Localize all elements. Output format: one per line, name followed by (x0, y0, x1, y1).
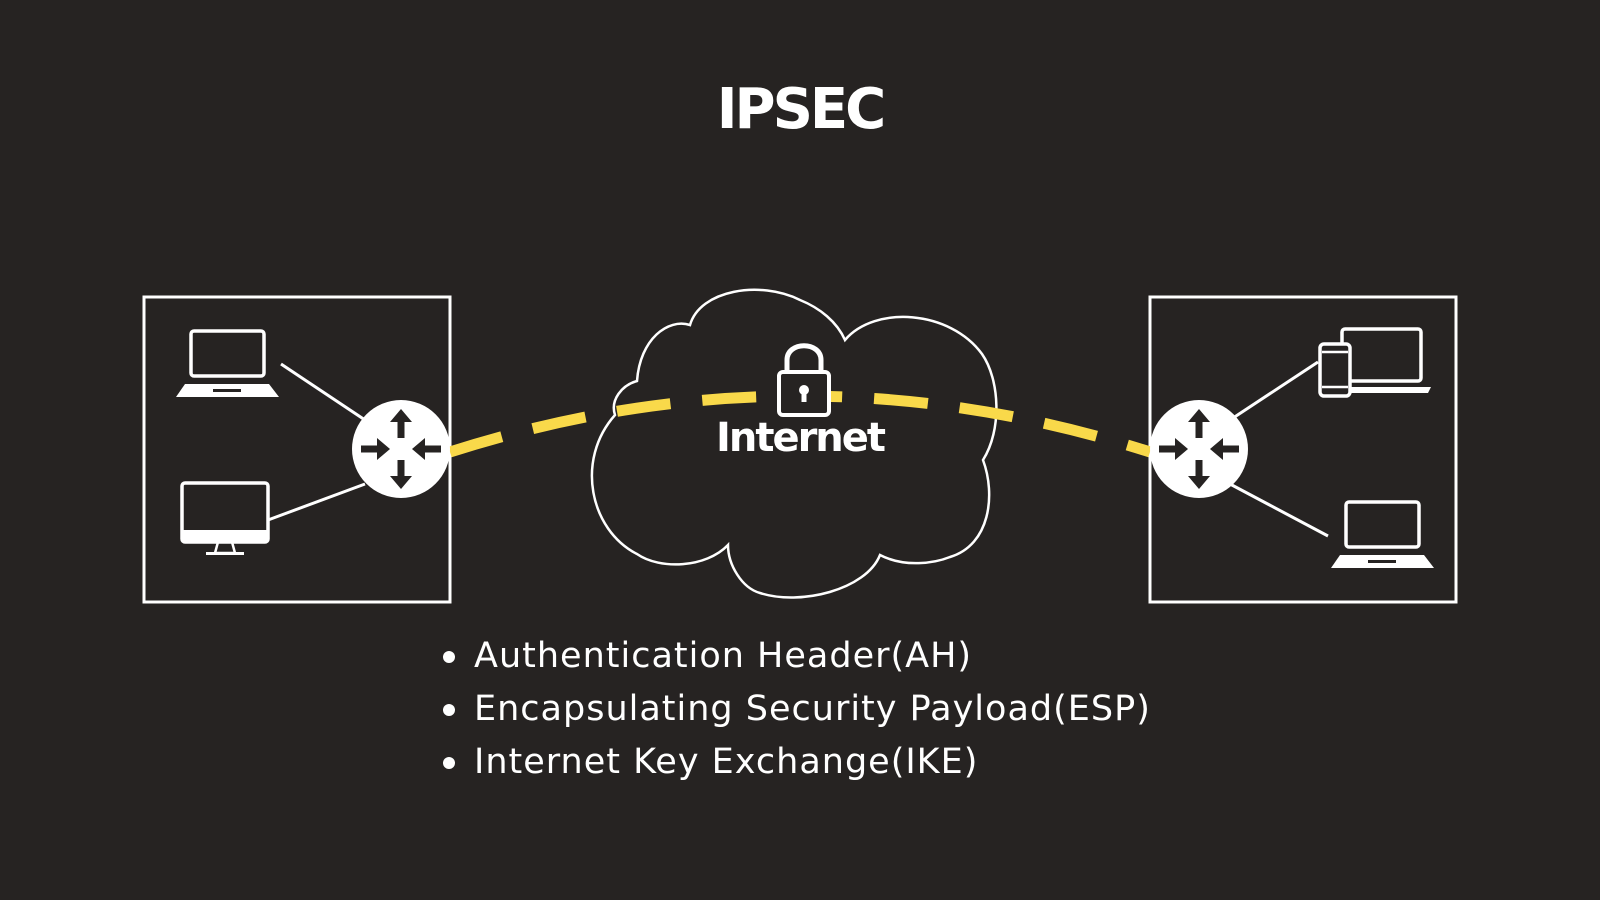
laptop-icon (1331, 500, 1434, 568)
list-item: Internet Key Exchange(IKE) (440, 742, 1151, 795)
router-icon (352, 400, 450, 498)
bullet-icon (443, 757, 455, 769)
right-link-bottom (1229, 482, 1329, 538)
protocol-list: Authentication Header(AH) Encapsulating … (440, 636, 1151, 795)
phone-and-laptop-icon (1318, 327, 1431, 398)
router-icon (1150, 400, 1248, 498)
left-link-laptop (280, 362, 366, 422)
right-link-top (1229, 360, 1319, 422)
desktop-monitor-icon (180, 481, 270, 555)
page-title: IPSEC (716, 77, 887, 142)
list-item: Authentication Header(AH) (440, 636, 1151, 689)
left-link-desktop (267, 482, 366, 522)
protocol-label: Internet Key Exchange(IKE) (474, 742, 979, 782)
bullet-icon (443, 651, 455, 663)
internet-cloud (590, 288, 998, 599)
bullet-icon (443, 704, 455, 716)
cloud-label: Internet (715, 415, 886, 461)
list-item: Encapsulating Security Payload(ESP) (440, 689, 1151, 742)
protocol-label: Encapsulating Security Payload(ESP) (474, 689, 1151, 729)
padlock-icon (777, 343, 831, 417)
laptop-icon (176, 329, 279, 397)
protocol-label: Authentication Header(AH) (474, 636, 973, 676)
